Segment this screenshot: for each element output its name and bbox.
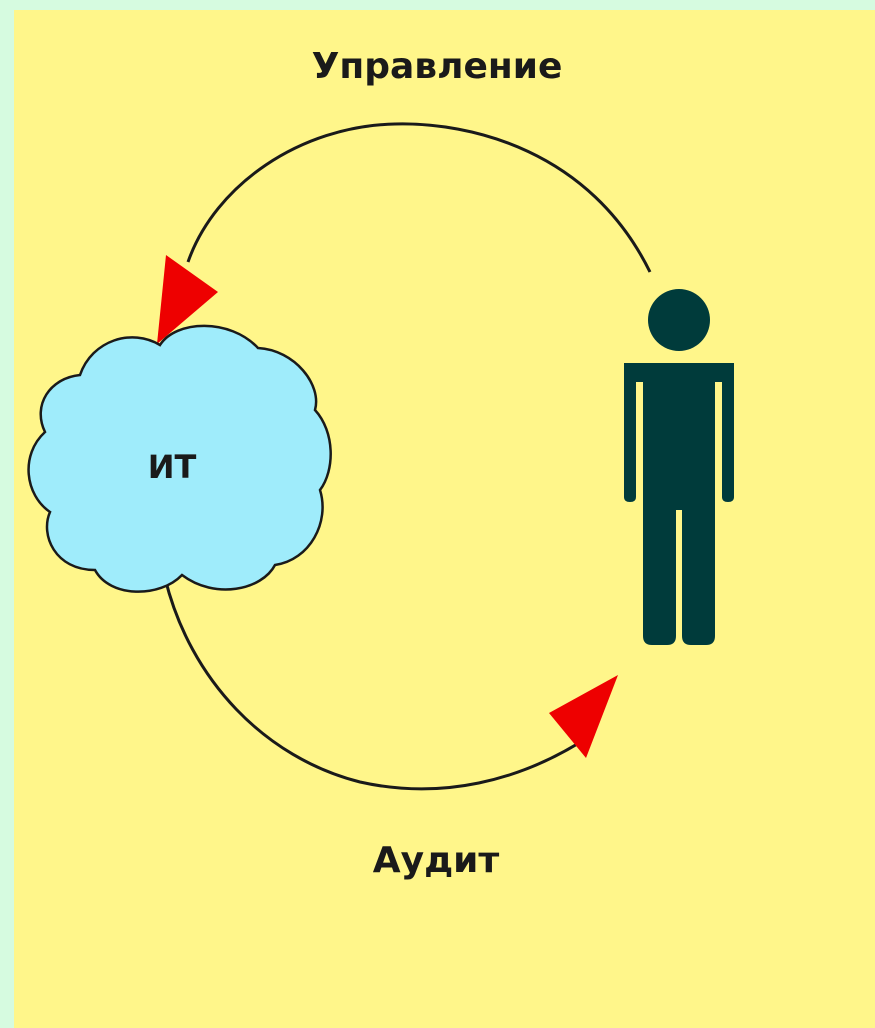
audit-arc: [163, 577, 591, 791]
person-icon: [624, 289, 734, 645]
management-label: Управление: [312, 46, 563, 87]
cloud-label: ИТ: [148, 448, 197, 486]
audit-arrowhead-icon: [549, 675, 618, 758]
management-arrowhead-icon: [157, 255, 218, 344]
audit-label: Аудит: [373, 840, 500, 881]
management-arc: [186, 122, 652, 273]
cloud-icon: ИТ: [27, 324, 332, 593]
